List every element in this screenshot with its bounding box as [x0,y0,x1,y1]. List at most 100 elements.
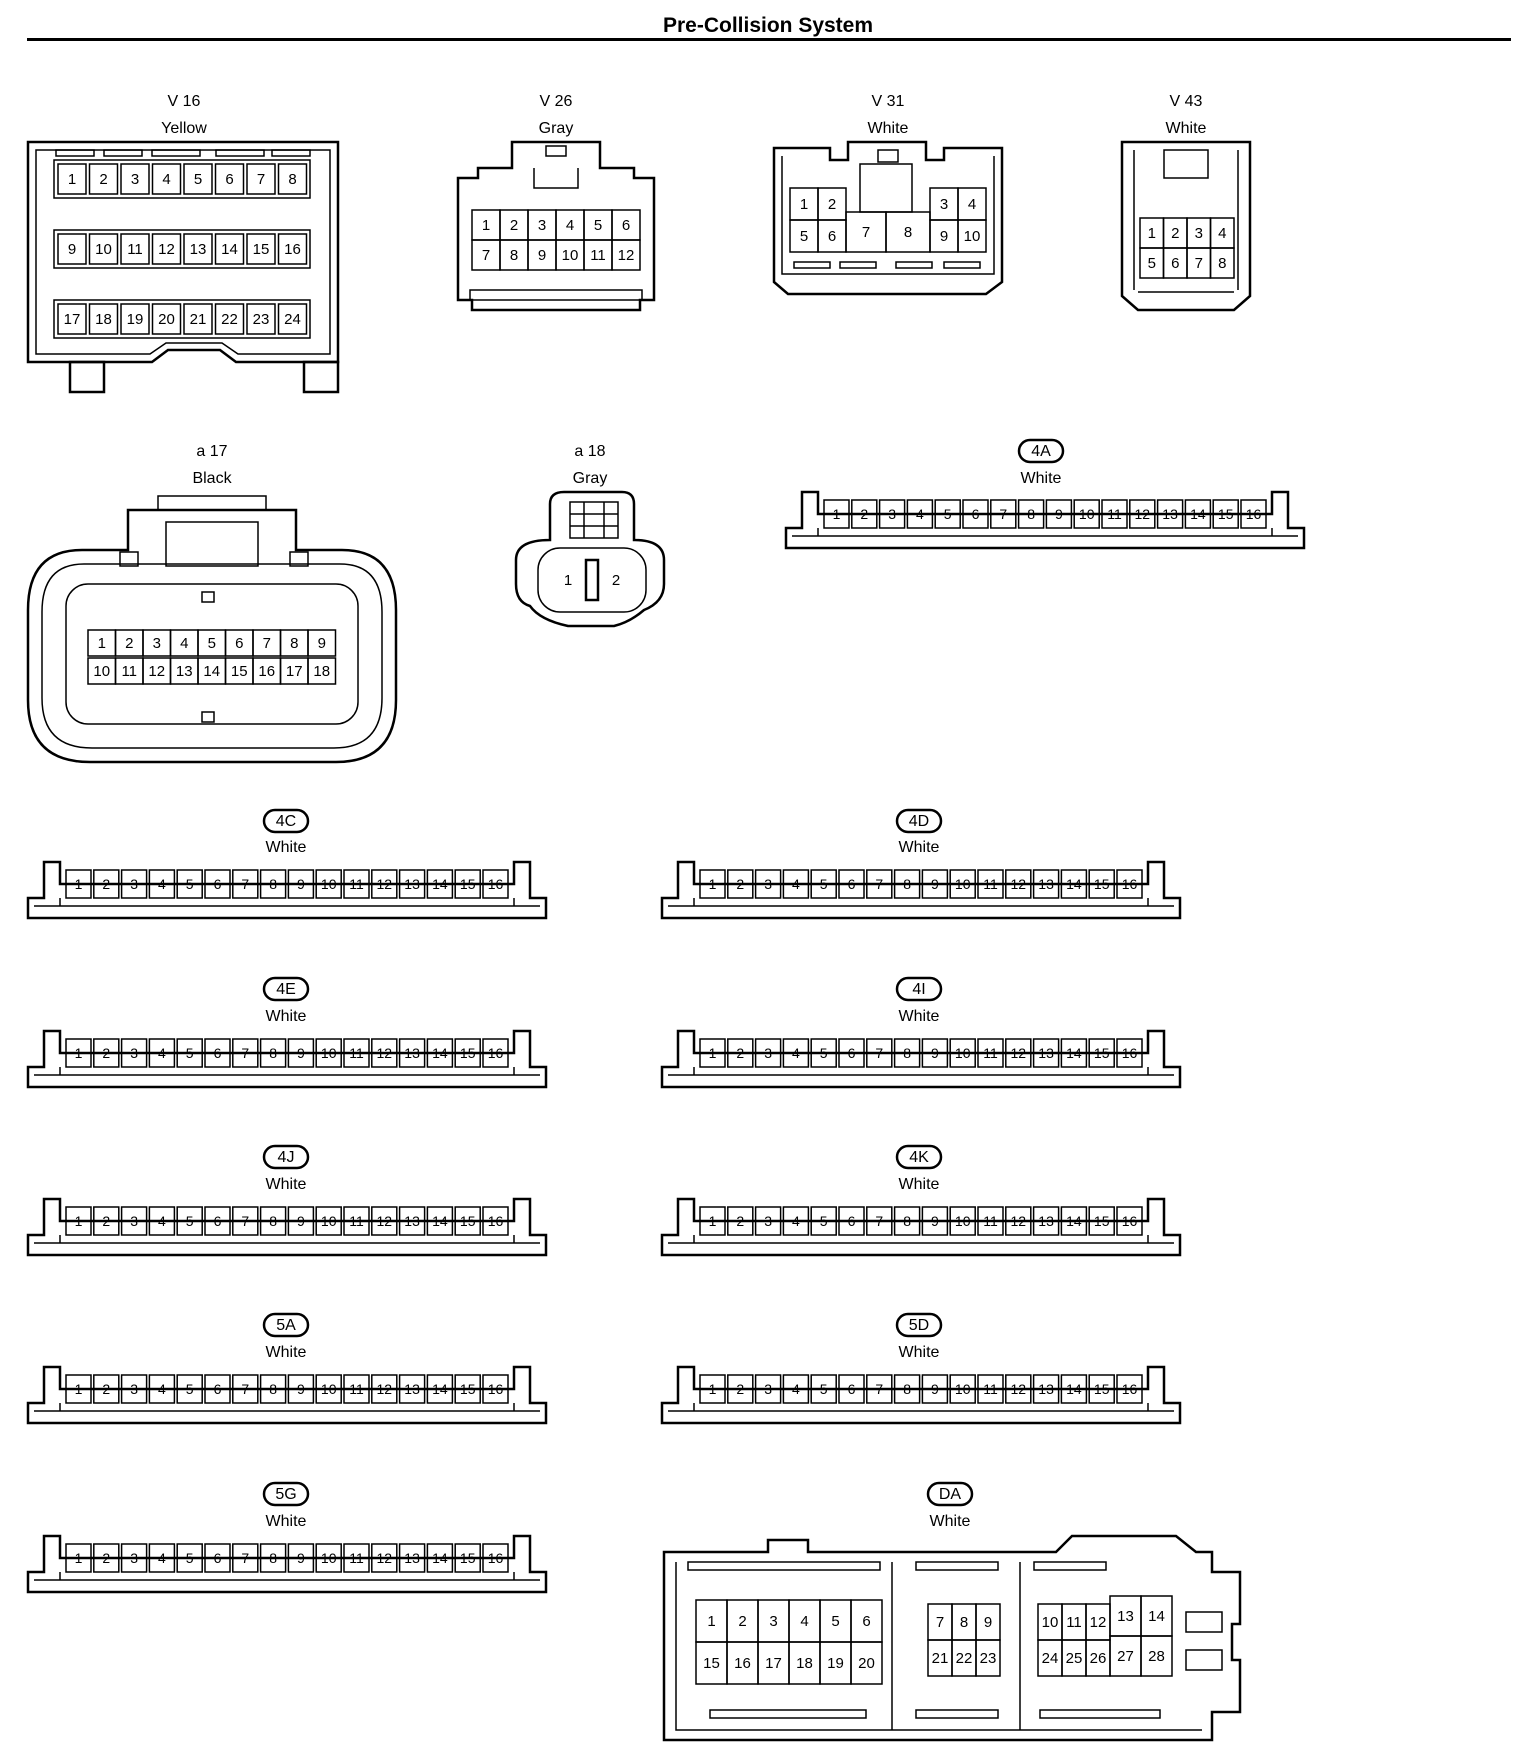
connector-v16-pin: 3 [131,171,139,188]
connector-DA-pin: 22 [956,1650,973,1667]
strip-pin: 9 [297,1381,305,1397]
strip-cavity [371,1206,398,1236]
connector-v16-foot-left [68,360,106,394]
connector-v31-color: White [868,120,909,137]
strip-end-lugs [693,898,1149,906]
strip-cavity [454,1038,481,1068]
strip-cavity [287,1374,315,1404]
strip-cavity [204,1374,231,1404]
strip-cavity [810,1206,837,1236]
strip-pin: 3 [130,1213,138,1229]
connector-4K-code: 4K [909,1149,929,1166]
strip-cavity [990,499,1017,529]
strip-pin: 5 [820,1381,828,1397]
strip-cavity [699,869,726,899]
strip-pin: 7 [241,1381,249,1397]
strip-cavity [482,1206,509,1236]
strip-pin: 13 [1162,506,1178,522]
strip-pin: 2 [102,1550,110,1566]
connector-DA-cavity [850,1641,883,1685]
connector-v16-latches [55,149,311,157]
strip-cavity [287,869,315,899]
strip-pin: 4 [916,506,924,522]
connector-v16-pin: 24 [284,311,301,328]
connector-DA-pin: 17 [765,1655,782,1672]
strip-pin: 15 [460,1045,476,1061]
strip-cavity [1116,1038,1143,1068]
connector-4J-tag [262,1144,310,1170]
connector-DA-pin: 6 [862,1613,870,1630]
connector-v16-cavity [120,233,150,265]
strip-cavity [371,869,398,899]
connector-a18-face [537,547,647,613]
strip-end-lugs [59,1572,515,1580]
strip-cavity [851,499,878,529]
connector-DA-pin: 14 [1148,1608,1165,1625]
strip-cavity [782,1206,810,1236]
strip-pin: 1 [75,1381,83,1397]
strip-pin: 2 [102,1213,110,1229]
connector-DA-pin: 16 [734,1655,751,1672]
strip-pin: 12 [377,1550,393,1566]
connector-4C-tag [262,808,310,834]
strip-cavity [148,1374,176,1404]
connector-a17-color: Black [192,470,232,487]
connector-v16-cavity [57,303,87,335]
strip-cavity [426,1206,454,1236]
connector-4I-code: 4I [912,981,925,998]
connector-v16-pin: 10 [95,241,112,258]
strip-cavity [782,1374,810,1404]
strip-pin: 11 [983,1381,998,1397]
strip-cavity [259,1038,287,1068]
strip-pin: 9 [931,1213,939,1229]
strip-pin: 10 [955,1213,971,1229]
strip-cavity [398,1038,426,1068]
strip-cavity [754,1038,782,1068]
strip-pin: 12 [1011,876,1027,892]
strip-housing-outline [660,1029,1182,1089]
connector-v16-pin: 6 [225,171,233,188]
strip-cavity [287,1206,315,1236]
connector-a17-pin: 14 [203,663,220,680]
strip-cavity [921,1374,949,1404]
strip-cavity [176,1374,203,1404]
strip-pin: 7 [241,876,249,892]
strip-cavity [343,1543,370,1573]
connector-v31-lower-rails [793,261,981,269]
connector-a17-pin: 11 [121,663,137,680]
strip-end-lugs [59,1235,515,1243]
strip-cavity [893,1374,921,1404]
connector-a17-cavity [307,629,337,657]
strip-pin: 15 [460,1213,476,1229]
strip-pin: 2 [736,1381,744,1397]
strip-pin: 15 [460,1381,476,1397]
strip-cavity [893,1206,921,1236]
strip-cavity [232,1543,259,1573]
strip-housing-outline [26,860,548,920]
strip-pin: 9 [931,1045,939,1061]
strip-cavity [315,1038,342,1068]
title-rule [27,38,1511,41]
connector-v31-latch-tab [877,149,899,163]
connector-5A-code: 5A [276,1317,296,1334]
strip-cavity [454,869,481,899]
strip-cavity [315,869,342,899]
connector-DA-cavity [1140,1635,1173,1677]
strip-pin: 9 [297,1213,305,1229]
strip-pin: 16 [1246,506,1262,522]
strip-cavity [259,1206,287,1236]
connector-v16-color: Yellow [161,120,207,137]
connector-a17-pin: 18 [313,663,330,680]
connector-v16-pin: 2 [99,171,107,188]
strip-pin: 7 [241,1213,249,1229]
connector-v16-pin: 5 [194,171,202,188]
strip-cavity [1005,1038,1032,1068]
